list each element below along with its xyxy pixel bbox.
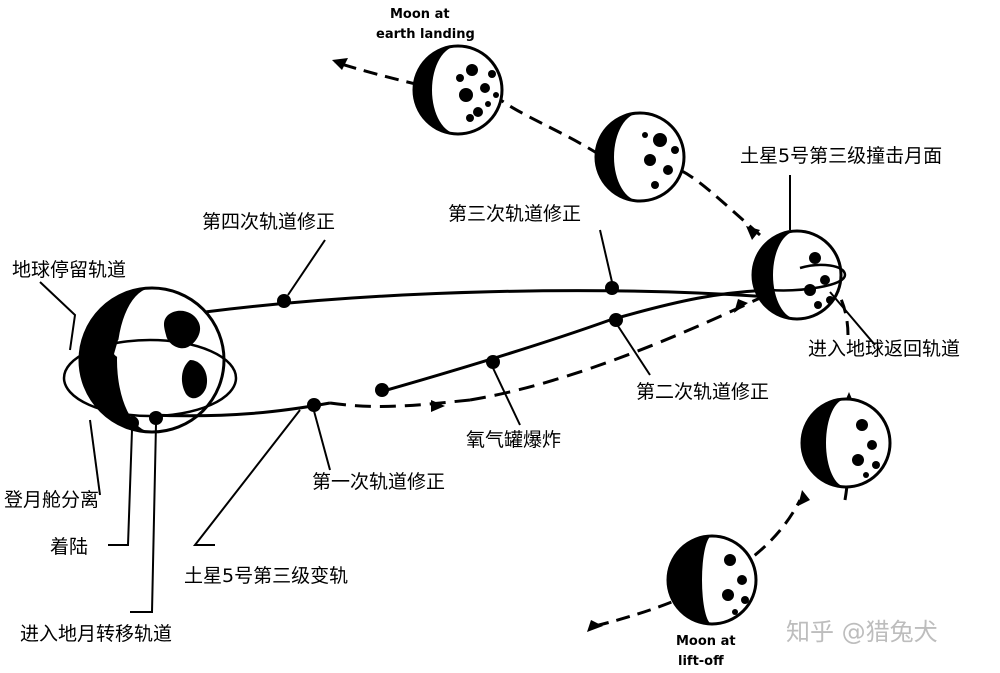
moon-liftoff: [668, 536, 756, 624]
watermark: 知乎 @猎兔犬: [786, 618, 938, 646]
lm-separation-label: 登月舱分离: [4, 489, 99, 511]
dot-fourth-correction: [277, 294, 291, 308]
moon-flyby: [753, 231, 841, 319]
dot-lm-separation: [125, 416, 139, 430]
moon-liftoff-label-1: Moon at: [676, 634, 736, 649]
dot-second-correction: [609, 313, 623, 327]
second-correction-label: 第二次轨道修正: [636, 381, 769, 403]
dot-third-correction: [605, 281, 619, 295]
translunar-injection-label: 进入地月转移轨道: [20, 623, 172, 645]
landing-label: 着陆: [50, 536, 88, 558]
third-correction-label: 第三次轨道修正: [448, 203, 581, 225]
first-correction-label: 第一次轨道修正: [312, 471, 445, 493]
moon-mid-upper: [596, 113, 684, 201]
moon-earth-landing: [414, 46, 502, 134]
moon-earth-landing-label-1: Moon at: [390, 7, 450, 22]
oxygen-explosion-label: 氧气罐爆炸: [466, 429, 561, 451]
saturn-impact-label: 土星5号第三级撞击月面: [740, 145, 942, 167]
dot-oxygen-explosion: [486, 355, 500, 369]
earth-parking-orbit-label: 地球停留轨道: [12, 259, 126, 281]
return-orbit-label: 进入地球返回轨道: [808, 338, 960, 360]
dot-first-correction: [307, 398, 321, 412]
moon-earth-landing-label-2: earth landing: [376, 27, 475, 42]
fourth-correction-label: 第四次轨道修正: [202, 211, 335, 233]
moon-liftoff-label-2: lift-off: [678, 654, 724, 669]
dot-first-correction-b: [375, 383, 389, 397]
dot-landing: [149, 411, 163, 425]
saturn-orbit-change-label: 土星5号第三级变轨: [184, 565, 348, 587]
moon-lower-right: [802, 399, 890, 487]
